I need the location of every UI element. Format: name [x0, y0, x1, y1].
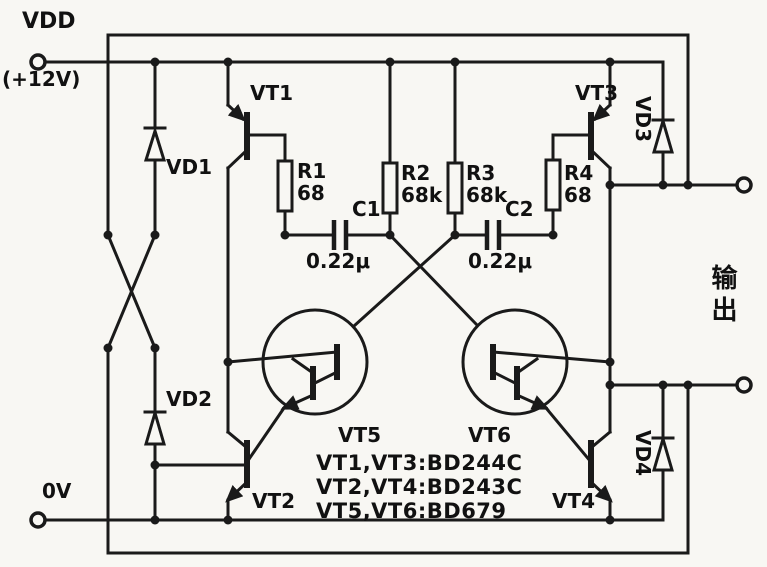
vt5-darlington: [226, 308, 369, 465]
vd3-triangle: [652, 115, 674, 154]
vd2-triangle: [144, 407, 166, 446]
vd1-diode: [143, 125, 167, 162]
r3-label: R3: [466, 161, 495, 185]
vd4-triangle: [652, 433, 674, 472]
vt1-transistor: [225, 60, 287, 434]
r1-body: [276, 159, 294, 213]
vt2-transistor: [153, 429, 250, 522]
r2-value: 68k: [401, 183, 443, 207]
output-terminal-top: [735, 176, 753, 194]
vd4-diode: [651, 433, 675, 472]
vt5-circle: [261, 308, 369, 416]
vt4-label: VT4: [552, 489, 595, 513]
supply-rails: [43, 60, 665, 522]
vt2-label: VT2: [252, 489, 295, 513]
r4-value: 68: [564, 183, 592, 207]
vd2-label: VD2: [166, 387, 212, 411]
vt6-darlington: [461, 308, 612, 465]
vt1-label: VT1: [250, 81, 293, 105]
ground-terminal: [29, 511, 47, 529]
vt5-emitter-wire: [244, 405, 287, 465]
output-lines: [608, 183, 739, 387]
vd1-label: VD1: [166, 155, 212, 179]
vt5-collector-wire: [226, 350, 339, 364]
junction-dots: [103, 57, 693, 525]
r3-resistor: [446, 60, 464, 237]
c2-label: C2: [505, 197, 534, 221]
r1-resistor: [276, 133, 294, 237]
ground-rail: [43, 468, 665, 522]
vd3-diode: [651, 115, 675, 154]
vt6-emitter-wire: [543, 405, 594, 465]
vd4-label: VD4: [631, 430, 655, 476]
vt2-emitter: [225, 479, 250, 503]
vt5-emitter: [280, 393, 315, 410]
vt5-inner-emitter: [312, 369, 340, 386]
vt6-collector-wire: [491, 350, 612, 364]
outer-loop-wires: [106, 33, 690, 555]
vd1-triangle: [143, 125, 167, 162]
vt4-emitter: [588, 479, 613, 503]
top-loop-wire: [106, 33, 690, 237]
vdd-terminal: [29, 53, 47, 71]
c1-label: C1: [352, 197, 381, 221]
vt6-inner-emitter: [490, 369, 518, 386]
r4-label: R4: [564, 161, 593, 185]
c2-value: 0.22μ: [468, 249, 532, 273]
vd3-label: VD3: [631, 96, 655, 142]
c1-value: 0.22μ: [306, 249, 370, 273]
vdd-label: VDD: [22, 9, 76, 34]
vt1-collector: [225, 147, 250, 171]
vt6-emitter: [515, 393, 550, 410]
vt5-second-collector: [290, 356, 316, 376]
r1-label: R1: [297, 159, 326, 183]
r2-body: [381, 161, 399, 215]
vt6-label: VT6: [468, 423, 511, 447]
bottom-loop-wire: [106, 346, 690, 555]
vt6-circle: [461, 308, 569, 416]
parts-list-line-1: VT1,VT3:BD244C: [316, 451, 522, 475]
vt3-collector: [588, 147, 613, 171]
c1-capacitor: [283, 220, 392, 250]
vt5-label: VT5: [338, 423, 381, 447]
ground-label: 0V: [42, 479, 72, 503]
r4-body: [544, 158, 562, 212]
r2-label: R2: [401, 161, 430, 185]
r2-resistor: [381, 60, 399, 237]
output-label: 输出: [707, 264, 737, 328]
vt6-second-collector: [514, 356, 540, 376]
vt3-emitter: [592, 102, 613, 122]
r3-body: [446, 161, 464, 215]
r1-value: 68: [297, 181, 325, 205]
vt4-collector: [589, 429, 613, 450]
vt1-emitter: [225, 102, 246, 122]
parts-list: VT1,VT3:BD244C VT2,VT4:BD243C VT5,VT6:BD…: [316, 451, 522, 523]
parts-list-line-3: VT5,VT6:BD679: [316, 499, 507, 523]
vdd-rail: [43, 60, 665, 122]
vd2-diode: [143, 407, 167, 446]
cross-wire-left-b: [106, 233, 157, 350]
parts-list-line-2: VT2,VT4:BD243C: [316, 475, 522, 499]
vt2-collector: [225, 429, 249, 450]
r3-value: 68k: [466, 183, 508, 207]
vdd-voltage-label: (+12V): [2, 67, 80, 91]
r4-resistor: [544, 133, 562, 237]
c2-capacitor: [453, 220, 555, 250]
output-terminal-bottom: [735, 376, 753, 394]
vt3-label: VT3: [575, 81, 618, 105]
